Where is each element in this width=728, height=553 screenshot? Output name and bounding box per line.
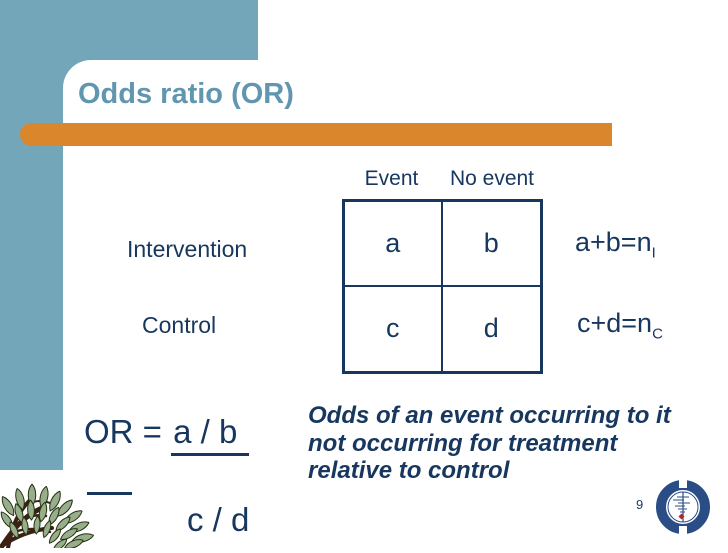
note-line: not occurring for treatment [308, 429, 618, 457]
tree-graphic-icon [0, 456, 110, 553]
table-cell-d: d [483, 313, 499, 344]
total-base: a+b=n [575, 227, 652, 257]
column-header-event: Event [364, 167, 419, 190]
fraction-divider-line [87, 492, 132, 495]
note-text: Odds of an event occurring to it not occ… [308, 402, 712, 485]
two-by-two-table: a b c d [342, 199, 543, 374]
table-cell-c: c [345, 286, 443, 371]
note-line: relative to control [308, 457, 510, 485]
note-line: Odds of an event occurring to it [308, 402, 671, 429]
formula-numerator: a / b [171, 413, 250, 456]
slide-title: Odds ratio (OR) [78, 78, 294, 110]
orange-accent-bar [20, 123, 612, 146]
column-header-no-event: No event [449, 167, 535, 190]
or-formula: OR = a / b [84, 413, 250, 456]
total-base: c+d=n [577, 308, 653, 338]
formula-denominator: c / d [187, 501, 250, 538]
row-label-control: Control [142, 312, 217, 338]
row-total-control: c+d=nC [577, 308, 663, 342]
total-subscript: I [651, 244, 656, 262]
total-subscript: C [652, 325, 663, 343]
page-number: 9 [636, 497, 644, 512]
table-cell-a: a [345, 202, 443, 287]
row-total-intervention: a+b=nI [575, 227, 656, 261]
table-cell-b: b [442, 202, 540, 287]
cochrane-logo-icon [654, 478, 712, 541]
formula-lhs: OR = [84, 413, 172, 450]
row-label-intervention: Intervention [127, 236, 248, 262]
